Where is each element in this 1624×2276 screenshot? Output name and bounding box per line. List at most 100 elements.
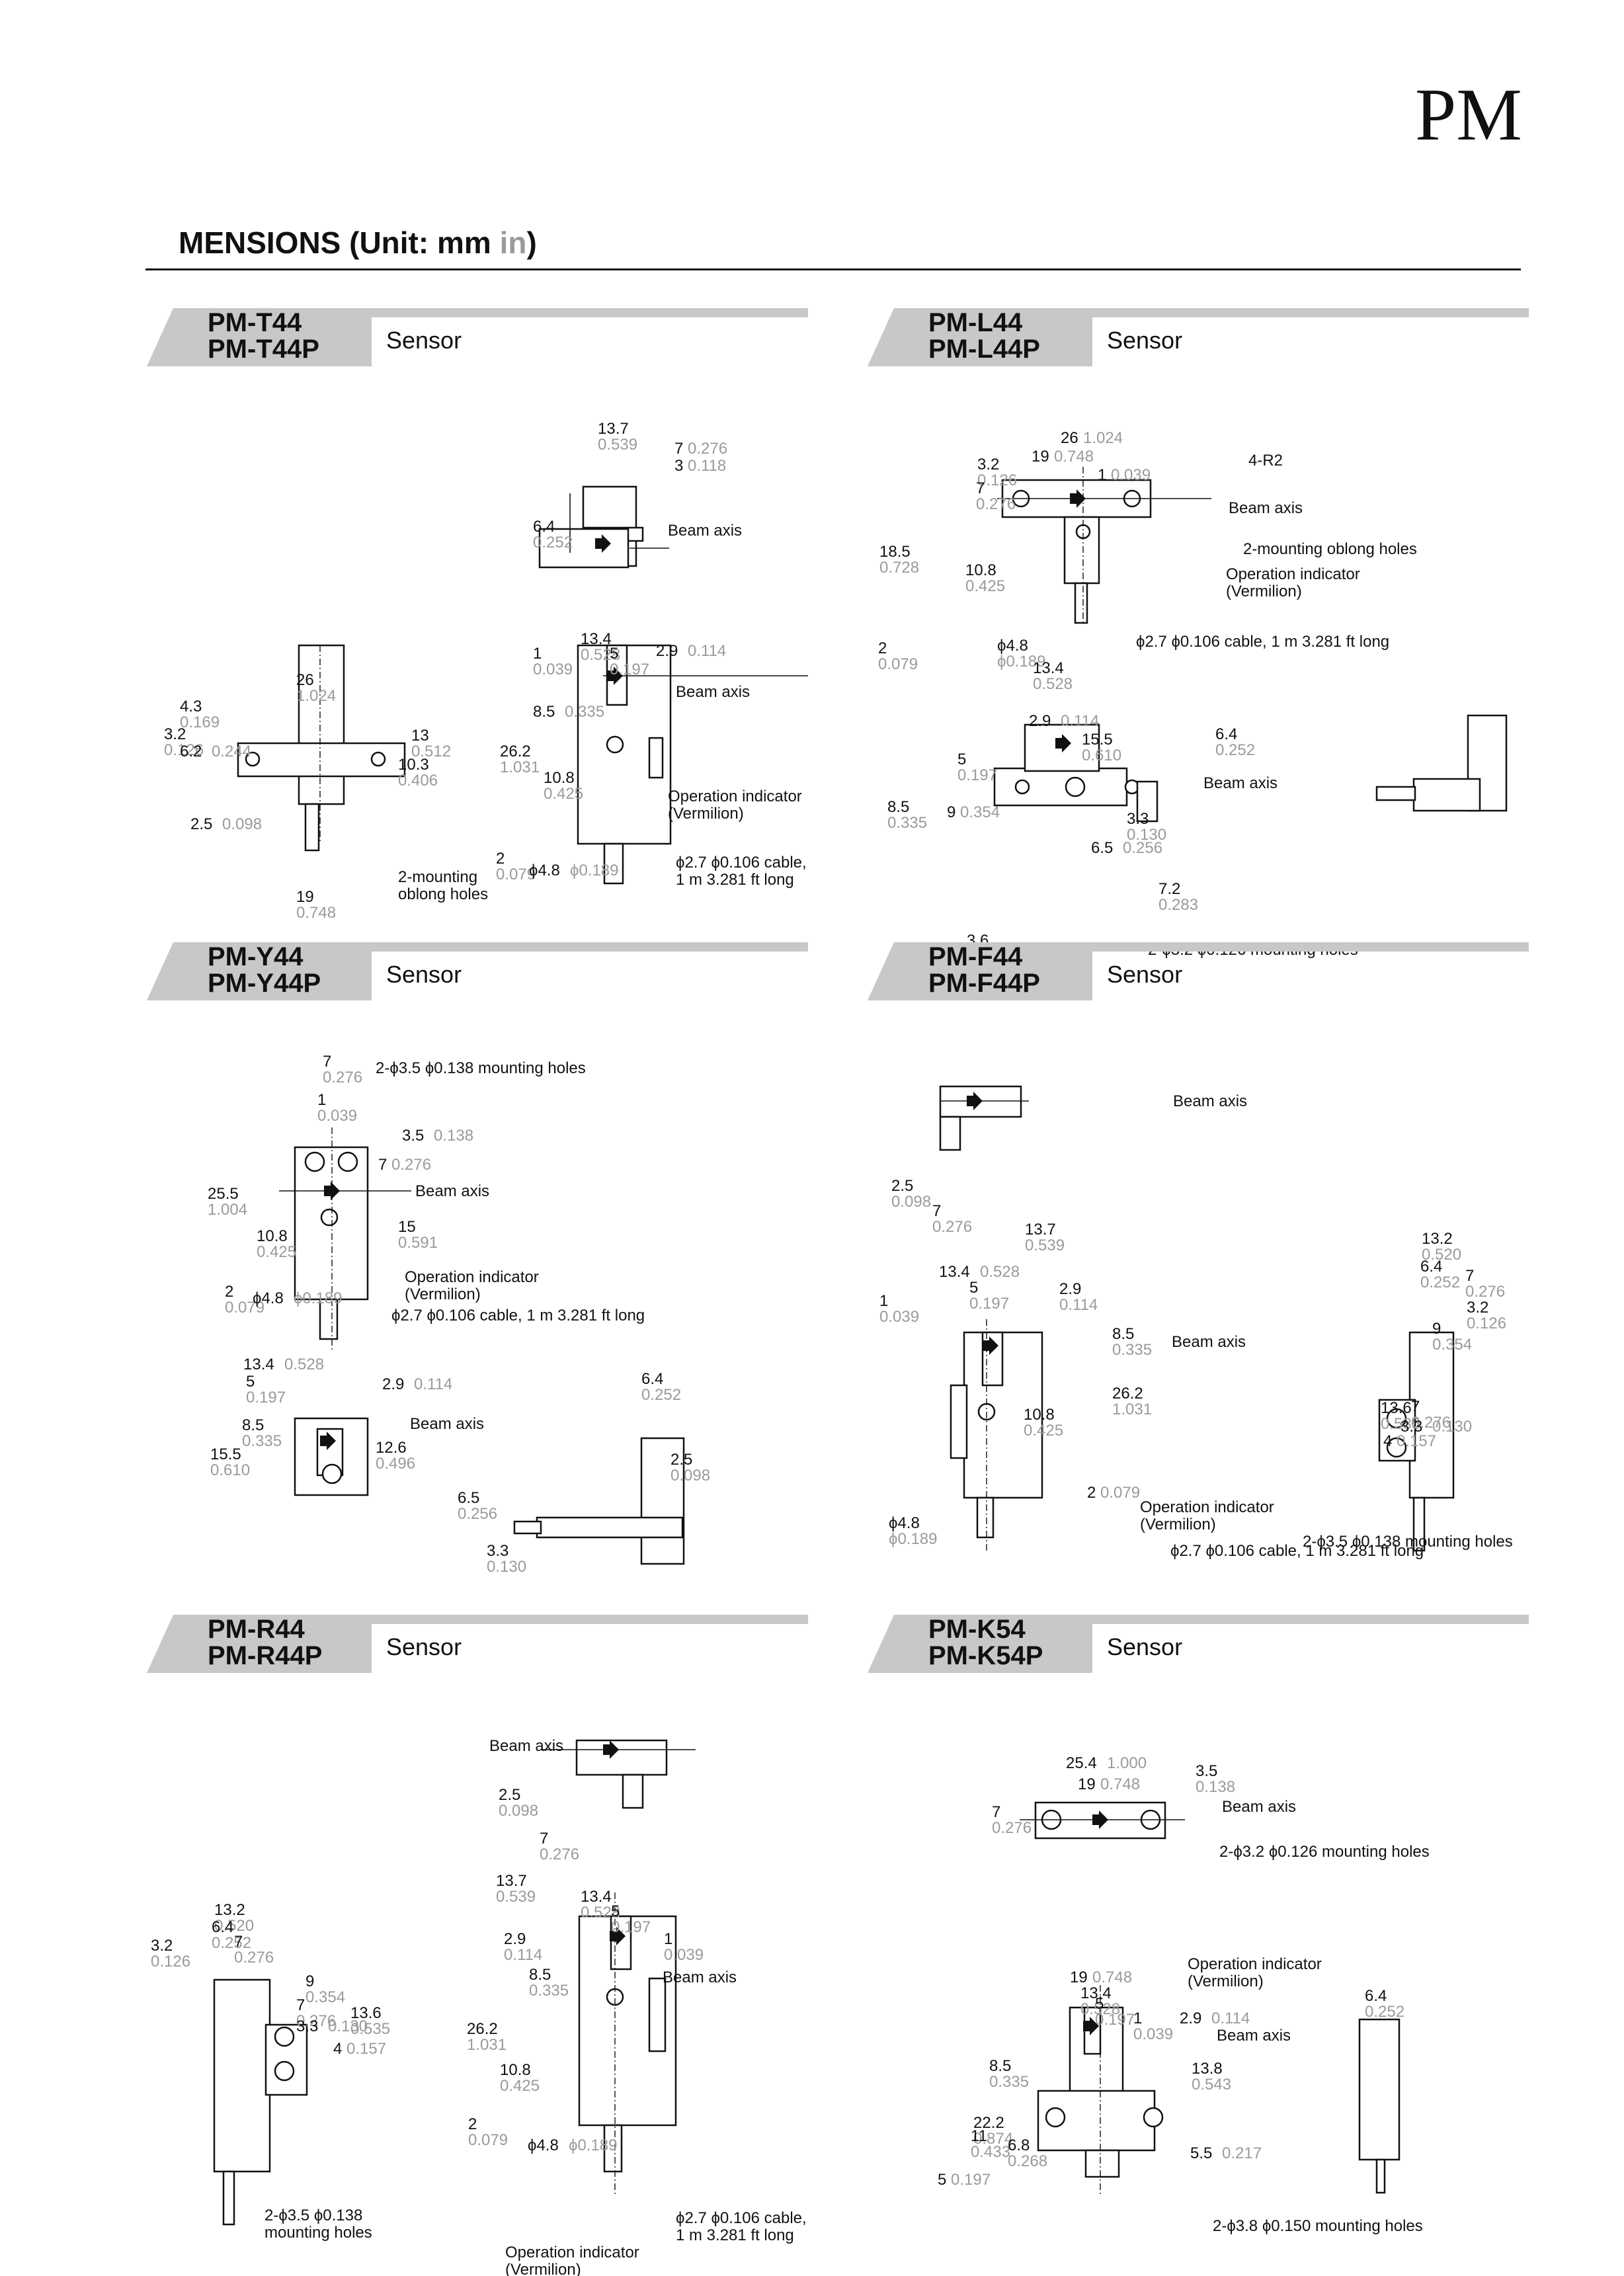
dimension-in: 0.079 (878, 655, 918, 673)
dimension-mm: 6.5 (1091, 839, 1113, 857)
dimension-mm: 3.2 (151, 1937, 173, 1955)
callout-label: Beam axis (1217, 2027, 1291, 2045)
dimension-mm: 6.5 (458, 1489, 479, 1507)
dimension-mm: 4.3 (180, 698, 202, 715)
callout-label: ϕ2.7 ϕ0.106 cable, (676, 2209, 807, 2227)
dimension-mm: 13.4 (581, 630, 612, 648)
dimension-mm: 5 (610, 645, 618, 663)
dimension-in: 0.528 (980, 1263, 1020, 1281)
model-title: PM-F44 PM-F44P (928, 944, 1040, 996)
callout-label: ϕ2.7 ϕ0.106 cable, (676, 854, 807, 872)
dimension-mm: 26.2 (500, 743, 531, 760)
dimension-mm: 8.5 (887, 798, 909, 816)
dimension-mm: 8.5 (989, 2057, 1011, 2075)
dimension-mm: 13.7 (1025, 1221, 1056, 1239)
dimension-mm: 8.5 (529, 1966, 551, 1984)
model-name-1: PM-L44 (928, 308, 1023, 337)
dimension-in: 0.138 (1196, 1778, 1235, 1796)
dimension-mm: 19 (1078, 1775, 1096, 1793)
dimension-mm: 3.2 (164, 725, 186, 743)
dimension-in: 0.874 (973, 2130, 1013, 2148)
dimension-mm: 7 (976, 479, 985, 497)
dimension-in: 0.130 (1127, 826, 1166, 844)
callout-label: (Vermilion) (1226, 583, 1302, 600)
dimension-in: 0.276 (688, 440, 727, 458)
dimension-in: 0.197 (246, 1389, 286, 1406)
sensor-body (304, 803, 320, 852)
heading-prefix: MENSIONS (Unit: mm (179, 225, 500, 260)
model-title: PM-L44 PM-L44P (928, 309, 1040, 362)
dimension-in: 0.335 (242, 1432, 282, 1450)
dimension-mm: 9 (947, 803, 955, 821)
callout-label: (Vermilion) (668, 805, 744, 823)
model-subtitle: Sensor (386, 961, 462, 988)
callout-label: Beam axis (415, 1182, 489, 1200)
dimension-in: 0.354 (305, 1988, 345, 2006)
callout-label: Beam axis (1203, 774, 1278, 792)
dimension-in: 0.252 (212, 1934, 251, 1952)
dimension-drawing: 2.50.09870.27613.70.53913.20.5206.40.252… (151, 1737, 807, 2276)
callout-label: Operation indicator (1188, 1955, 1322, 1973)
dimension-mm: 6.4 (641, 1370, 663, 1388)
dimension-in: 0.079 (468, 2131, 508, 2149)
dimension-mm: 10.8 (544, 769, 575, 787)
dimension-in: 0.197 (969, 1295, 1009, 1313)
dimension-in: 0.335 (1112, 1341, 1152, 1359)
callout-label: 4-R2 (1248, 452, 1283, 469)
dimension-mm: 10.3 (398, 756, 429, 774)
model-subtitle: Sensor (386, 327, 462, 354)
dimension-in: 0.728 (879, 559, 919, 577)
dimension-mm: ϕ4.8 (528, 2136, 559, 2154)
dimension-mm: 3.2 (977, 456, 999, 473)
indicator-lamp (320, 1208, 339, 1227)
callout-label: Operation indicator (1226, 565, 1360, 583)
dimension-mm: 5 (1095, 1995, 1104, 2013)
dimension-in: 0.197 (951, 2171, 991, 2189)
dimension-mm: 2 (878, 639, 887, 657)
dimension-mm: 13.2 (214, 1901, 245, 1919)
beam-arrow-icon (1055, 734, 1071, 752)
dimension-in: 0.039 (317, 1107, 357, 1125)
dimension-mm: 2.5 (499, 1786, 520, 1804)
dimension-mm: 15.5 (210, 1445, 241, 1463)
dimension-in: 0.256 (458, 1505, 497, 1523)
sensor-body (603, 842, 624, 885)
mounting-hole (1386, 1408, 1407, 1429)
callout-label: Beam axis (410, 1415, 484, 1433)
dimension-in: 0.276 (323, 1069, 362, 1086)
dimension-mm: 13.4 (1033, 659, 1064, 677)
dimension-mm: 19 (1070, 1969, 1088, 1986)
mounting-hole (1014, 779, 1030, 795)
dimension-in: 0.425 (965, 577, 1005, 595)
dimension-in: 0.098 (499, 1802, 538, 1820)
dimension-mm: 5 (611, 1902, 620, 1920)
dimension-in: 0.114 (1061, 712, 1099, 730)
callout-label: Operation indicator (505, 2244, 639, 2261)
callout-label: Operation indicator (405, 1268, 539, 1286)
model-name-2: PM-T44P (208, 335, 319, 364)
dimension-in: 0.126 (164, 741, 204, 759)
sensor-body (976, 1496, 995, 1539)
dimension-in: 0.217 (1222, 2144, 1262, 2162)
dimension-mm: 3.3 (487, 1542, 508, 1560)
dimension-in: 0.335 (989, 2073, 1029, 2091)
model-title: PM-T44 PM-T44P (208, 309, 319, 362)
model-subtitle: Sensor (1107, 1633, 1183, 1660)
dimension-mm: 26 (296, 671, 314, 689)
dimension-in: 0.039 (664, 1946, 704, 1964)
dimension-in: 0.114 (688, 642, 726, 660)
sensor-body (648, 1977, 667, 2052)
sensor-body (264, 2023, 308, 2096)
dimension-in: 0.039 (533, 661, 573, 678)
dimension-in: 0.610 (210, 1461, 250, 1479)
dimension-in: 0.114 (1059, 1296, 1098, 1314)
dimension-in: 0.197 (611, 1918, 651, 1936)
dimension-in: 0.252 (1215, 741, 1255, 759)
